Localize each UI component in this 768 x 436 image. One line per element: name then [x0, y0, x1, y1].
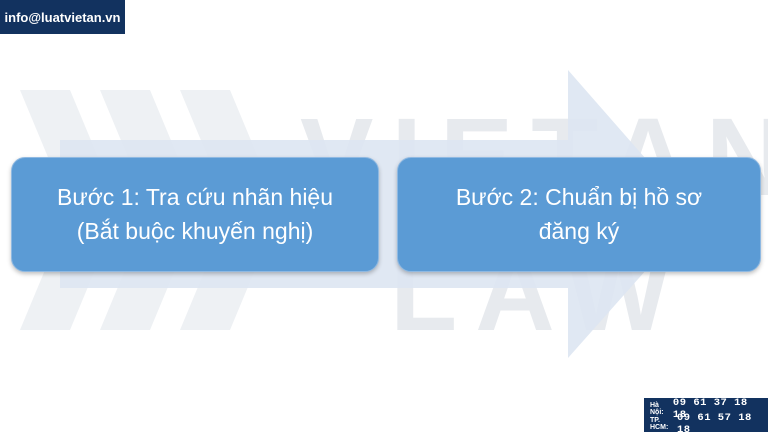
step-1-line-1: Bước 1: Tra cứu nhãn hiệu [56, 184, 334, 211]
contact-row-hanoi[interactable]: Hà Nội: 09 61 37 18 18 [650, 397, 762, 421]
step-2-line-1: Bước 2: Chuẩn bị hồ sơ [455, 184, 703, 211]
city-label: Hà Nội: [650, 401, 664, 416]
contact-panel: Hà Nội: 09 61 37 18 18 TP. HCM: 09 61 57… [644, 397, 768, 436]
step-2-text: Bước 2: Chuẩn bị hồ sơ đăng ký [456, 181, 702, 248]
step-1-line-2: (Bắt buộc khuyến nghị) [76, 217, 314, 244]
email-badge[interactable]: info@luatvietan.vn [0, 0, 125, 34]
phone-number[interactable]: 09 61 37 18 18 [672, 396, 748, 421]
step-2-line-2: đăng ký [538, 217, 620, 244]
city-label: TP. HCM: [650, 416, 669, 431]
step-2-box: Bước 2: Chuẩn bị hồ sơ đăng ký [397, 157, 761, 272]
email-text: info@luatvietan.vn [4, 9, 121, 25]
step-1-box: Bước 1: Tra cứu nhãn hiệu (Bắt buộc khuy… [11, 157, 379, 272]
step-1-text: Bước 1: Tra cứu nhãn hiệu (Bắt buộc khuy… [57, 181, 333, 248]
contact-row-hcm[interactable]: TP. HCM: 09 61 57 18 18 [650, 412, 762, 436]
